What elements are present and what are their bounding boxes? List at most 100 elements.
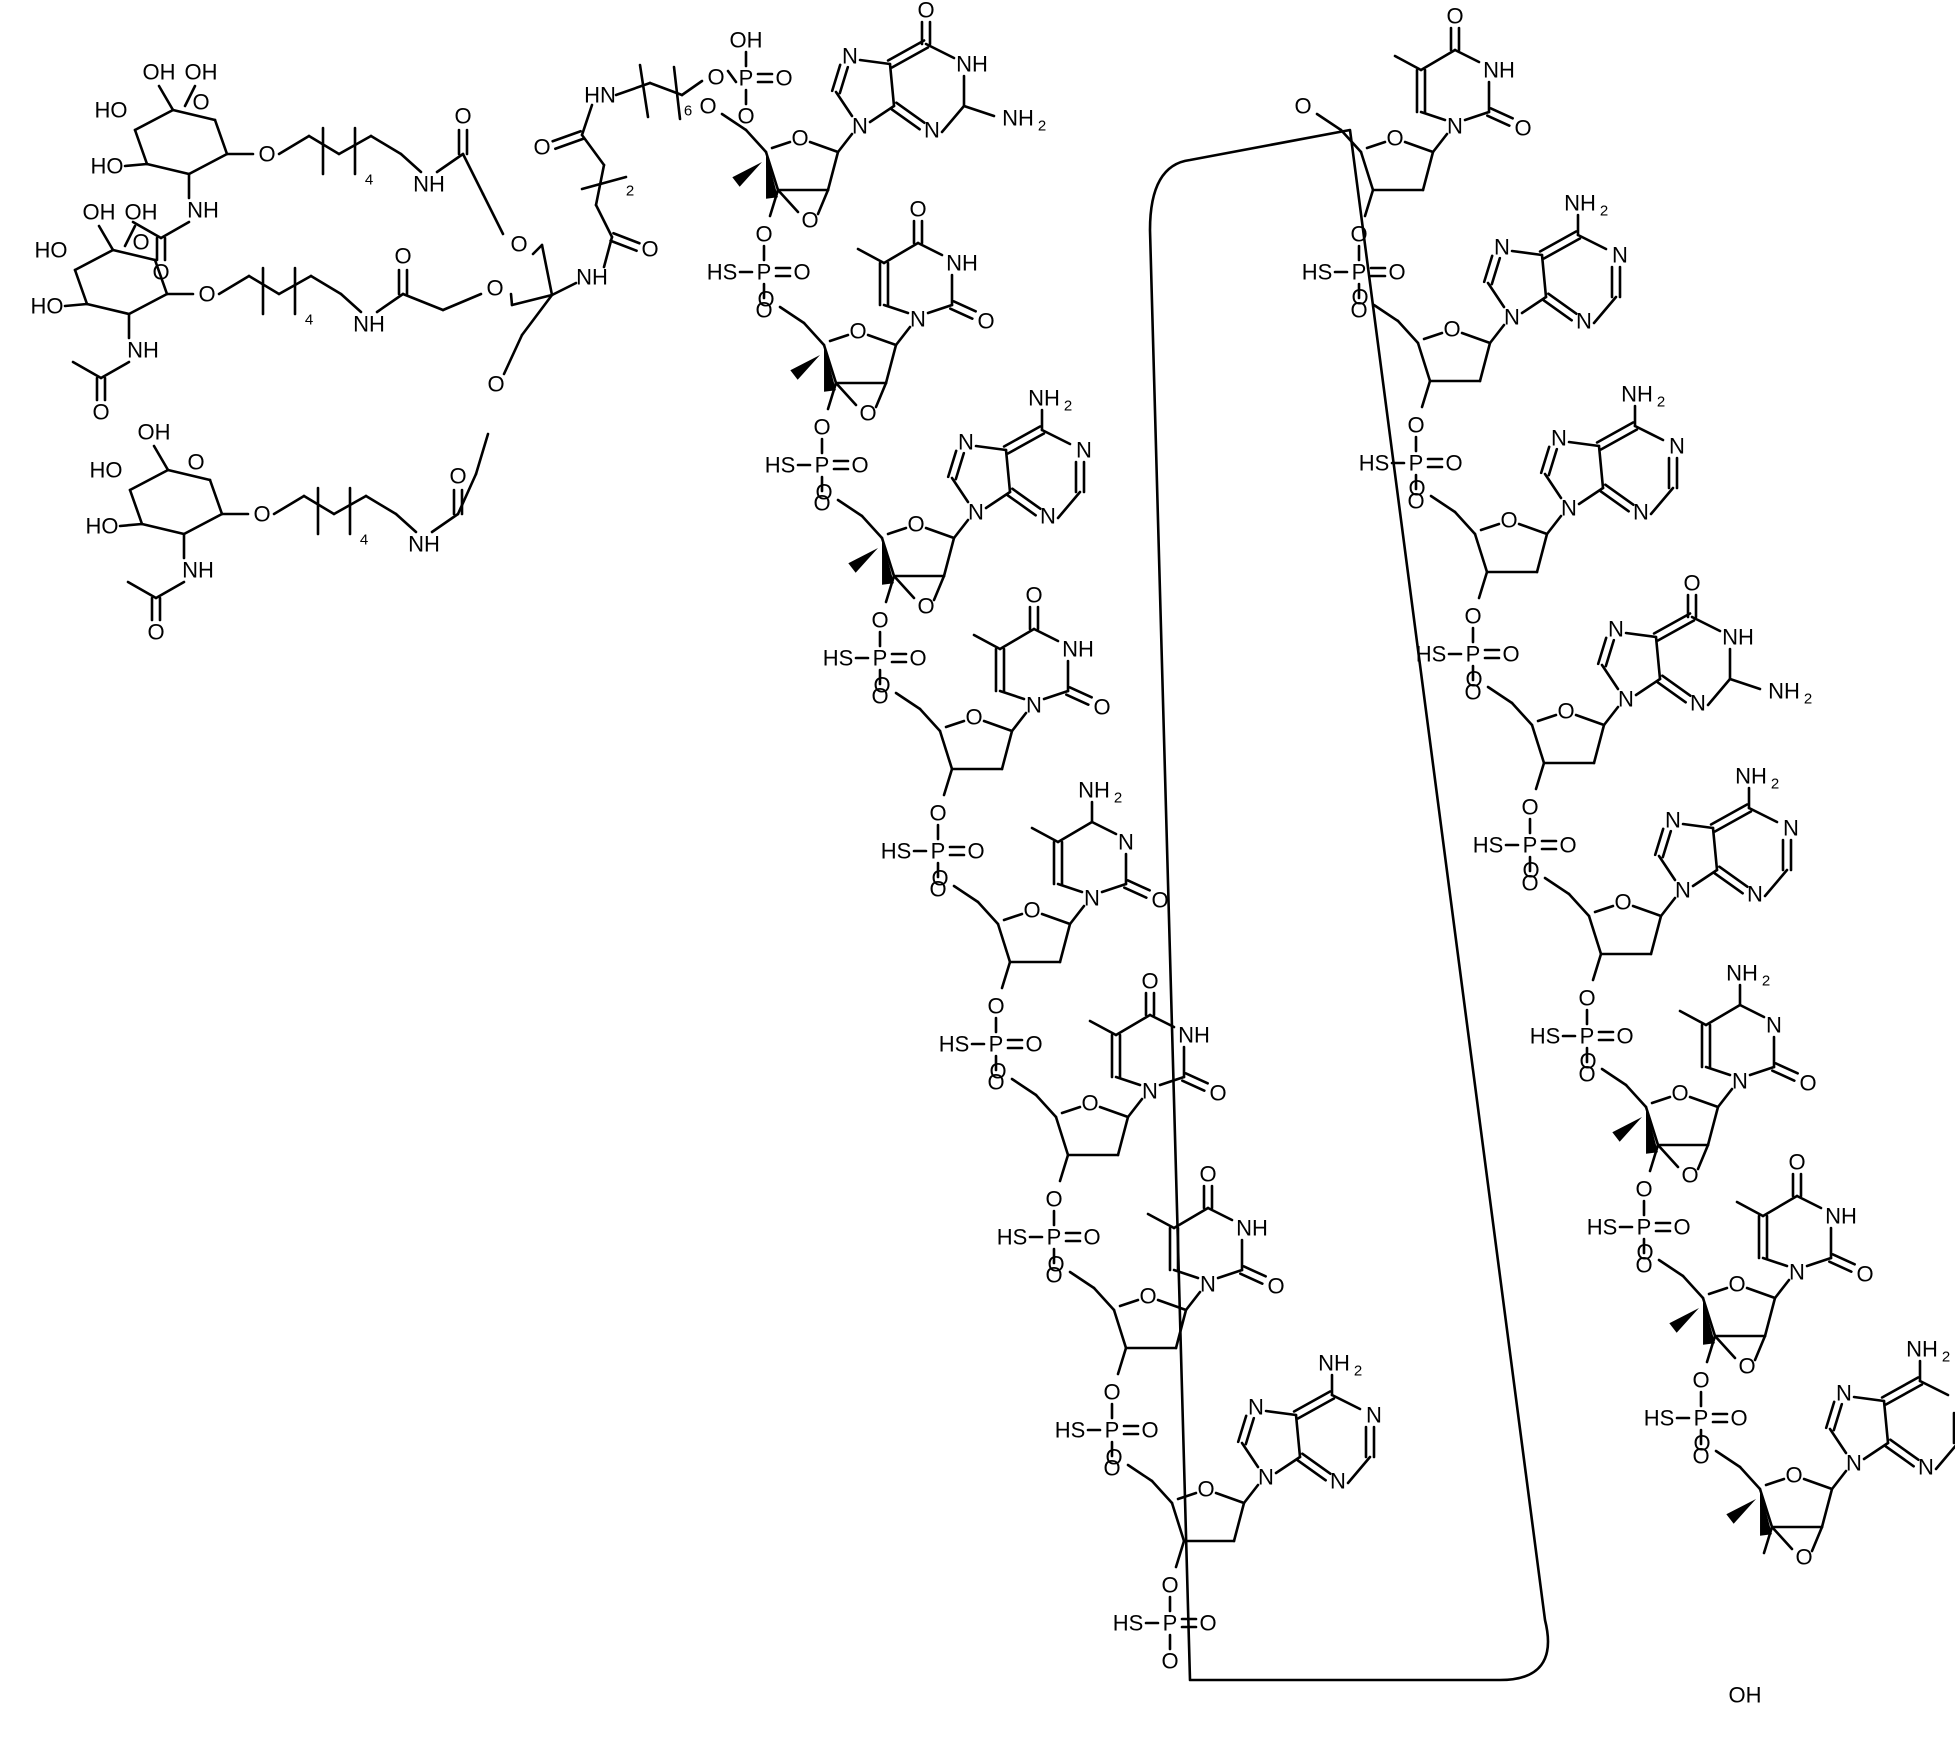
bond-line [1152,1481,1172,1503]
bond-line [1542,255,1546,297]
hydroxyl-label: HO [35,238,68,263]
ether-oxygen-label: O [487,372,504,397]
five-prime-oxygen-label: O [1351,285,1368,310]
thiol-group-label: HS [765,453,796,478]
carbonyl-oxygen-label: O [977,309,994,334]
five-prime-oxygen-label: O [757,287,774,312]
bond-line [838,500,862,516]
purine-n1-label: N [1783,816,1799,841]
purine-n3-label: N [1576,309,1592,334]
purine-n9-label: N [1504,305,1520,330]
bridge-oxygen-label: O [917,594,934,619]
double-bond [1890,1440,1918,1460]
double-bond [1711,805,1747,825]
bond-line [1060,924,1070,962]
bridge-oxygen-label: O [1681,1163,1698,1188]
thiol-group-label: HS [1530,1024,1561,1049]
five-prime-oxygen-label: O [1465,667,1482,692]
bridge-oxygen-label: O [801,208,818,233]
purine-n9-label: N [1846,1451,1862,1476]
double-bond [1302,1454,1330,1474]
carbonyl-oxygen-label: O [917,0,934,23]
bond-line [1431,496,1455,512]
bond-line [596,205,612,237]
double-bond [1128,880,1150,890]
bond-line [1599,446,1603,488]
phosphorus-label: P [815,453,830,478]
pyrimidine-n1-label: N [1084,886,1100,911]
pyrimidine-n3-label: NH [1062,637,1094,662]
bond-line [1174,1208,1208,1228]
bond-line [1602,665,1618,689]
bond-line [366,496,396,514]
thiol-group-label: HS [1302,260,1333,285]
bond-line [1006,450,1010,492]
double-bond [840,67,848,93]
bond-line [1114,1310,1126,1348]
bond-line [154,446,168,470]
double-bond [954,301,976,311]
bond-line [1058,492,1080,518]
amino-group-label: NH [1768,679,1800,704]
phosphate-oxygen-label: O [871,608,888,633]
bond-line [804,323,824,345]
bond-line [511,294,512,305]
bond-line [868,335,896,345]
amino-subscript: 2 [1762,973,1770,990]
bond-line [1659,1260,1683,1276]
amino-group-label: NH [1726,961,1758,986]
thiol-group-label: HS [1587,1215,1618,1240]
five-prime-oxygen-label: O [699,94,716,119]
linker-hn-label: HN [584,83,616,108]
bond-line [1522,297,1546,313]
bond-line [1690,1097,1718,1107]
bond-line [437,154,463,172]
bond-line [1361,152,1373,190]
bond-line [1002,962,1010,988]
bond-line [928,305,952,313]
bond-line [1332,1395,1360,1409]
bond-line [1418,343,1430,381]
bond-line [1172,1503,1184,1541]
phosphoryl-oxygen-label: O [1730,1406,1747,1431]
phosphate-oxygen-label: O [1578,986,1595,1011]
bond-line [1797,1196,1821,1208]
purine-n1-label: N [1612,243,1628,268]
bond-line [210,480,222,514]
phosphate-oxygen-label: O [1692,1368,1709,1393]
pyrimidine-n3-label: N [1118,830,1134,855]
phosphate-oxygen-label: O [1521,795,1538,820]
bridge-oxygen-label: O [1738,1354,1755,1379]
ring-oxygen-label: O [965,705,982,730]
pyrimidine-n1-label: N [1026,693,1042,718]
bond-line [1595,906,1613,912]
double-bond [1663,831,1671,857]
bond-line [1032,828,1058,842]
bond-line [926,44,954,58]
phosphorus-label: P [931,839,946,864]
thiol-group-label: HS [1359,451,1390,476]
double-bond [1715,811,1751,831]
wedge-bond [1612,1117,1642,1142]
bond-line [1118,1348,1126,1374]
purine-n3-label: N [1690,691,1706,716]
bond-line [582,177,626,189]
five-prime-oxygen-label: O [873,673,890,698]
carbonyl-oxygen-label: O [909,197,926,222]
five-prime-oxygen-label: O [1105,1445,1122,1470]
bond-line [810,142,838,152]
double-bond [1886,1384,1922,1404]
linker-amide-oxygen-label: O [533,135,550,160]
bond-line [189,154,227,174]
bond-line [1002,731,1012,769]
ring-oxygen-label: O [1023,898,1040,923]
bond-line [128,582,156,598]
phosphate-oxygen-label: O [1161,1649,1178,1674]
purine-n9-label: N [1618,687,1634,712]
bond-line [582,135,604,165]
phosphate-oxygen-label: O [929,801,946,826]
purine-n7-label: N [958,430,974,455]
phosphoryl-oxygen-label: O [1025,1032,1042,1057]
bond-line [147,164,189,174]
bond-line [1706,1005,1740,1025]
